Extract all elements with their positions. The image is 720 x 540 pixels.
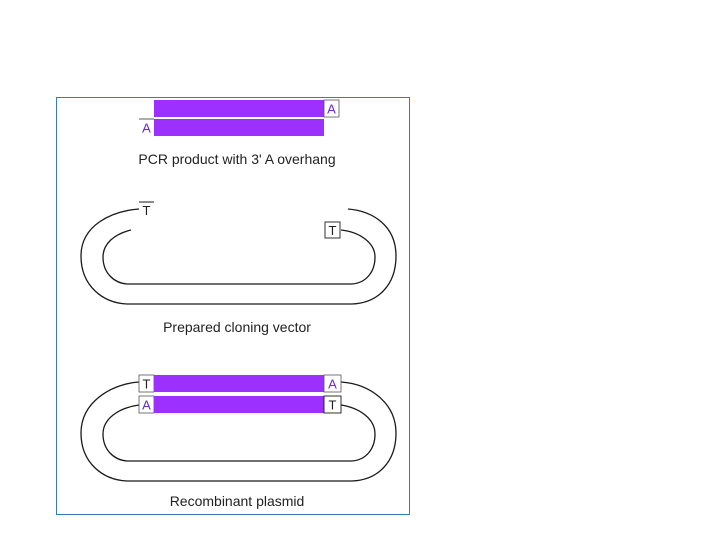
pcr-product: A A PCR product with 3' A overhang xyxy=(138,99,340,167)
recombinant-plasmid: T A A T Recombinant plasmid xyxy=(80,374,397,509)
plasmid-bottom-left-a: A xyxy=(142,398,151,413)
vector-caption: Prepared cloning vector xyxy=(163,319,311,335)
plasmid-outer-right-arc xyxy=(340,381,397,482)
pcr-top-strand xyxy=(154,100,324,117)
vector-outer-left-arc xyxy=(80,208,140,305)
vector-left-t-base: T xyxy=(143,203,151,218)
vector-right-t-box xyxy=(324,221,341,239)
plasmid-inner-right-arc xyxy=(340,404,376,462)
plasmid-inner-left-arc xyxy=(102,404,140,462)
plasmid-insert-top-strand xyxy=(154,375,324,392)
pcr-bottom-strand xyxy=(154,119,324,136)
vector-inner-left-arc xyxy=(102,229,132,285)
pcr-caption: PCR product with 3' A overhang xyxy=(138,151,335,167)
plasmid-top-right-a-box xyxy=(323,374,342,393)
pcr-bottom-overhang-base: A xyxy=(142,121,151,136)
plasmid-bottom-right-t: T xyxy=(329,398,337,413)
plasmid-top-left-t: T xyxy=(143,377,151,392)
vector-right-t-base: T xyxy=(329,223,337,238)
vector-outer-right-arc xyxy=(347,208,397,305)
pcr-top-a-box xyxy=(323,99,340,118)
cloning-vector: T T Prepared cloning vector xyxy=(80,201,397,335)
diagram-frame xyxy=(56,97,410,515)
pcr-top-overhang-base: A xyxy=(327,102,336,117)
plasmid-outer-left-arc xyxy=(80,381,140,482)
plasmid-caption: Recombinant plasmid xyxy=(170,493,305,509)
plasmid-bottom-right-t-box xyxy=(323,395,342,414)
plasmid-top-right-a: A xyxy=(328,377,337,392)
vector-inner-right-arc xyxy=(340,229,376,285)
plasmid-insert-bottom-strand xyxy=(154,396,324,413)
